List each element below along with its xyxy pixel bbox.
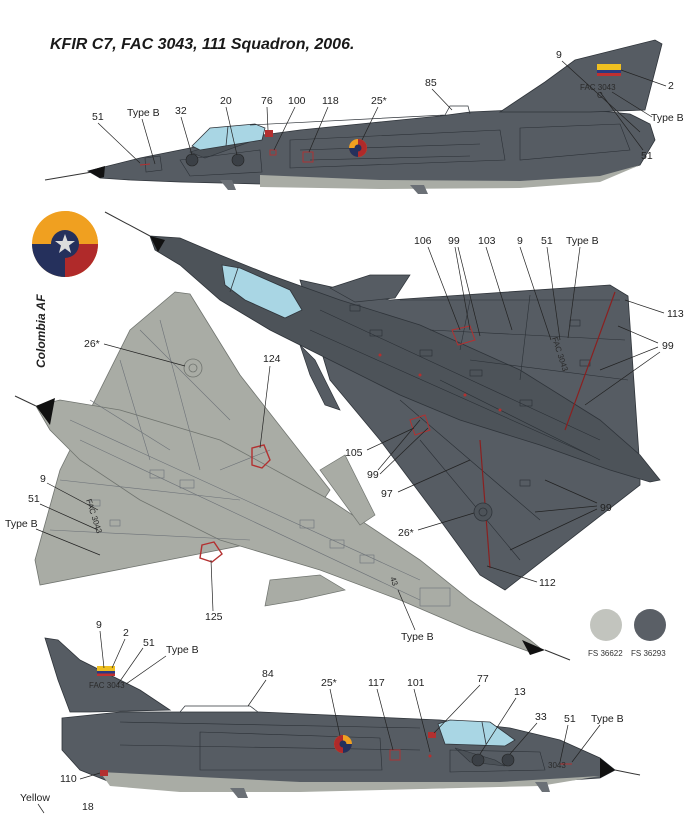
callout-bottom-117: 117 [368, 677, 385, 689]
callout-upper-99c: 99 [367, 469, 379, 481]
callout-top-typeb-nose: Type B [127, 107, 160, 119]
callout-bottom-51-nose: 51 [564, 713, 576, 725]
callout-top-2: 2 [668, 80, 674, 92]
callout-upper-26: 26* [398, 527, 414, 539]
bottom-fuselage-roundel [334, 735, 352, 753]
callout-bottom-yellow: Yellow [20, 792, 50, 804]
callout-bottom-51: 51 [143, 637, 155, 649]
callout-lower-26: 26* [84, 338, 100, 350]
callout-upper-99d: 99 [600, 502, 612, 514]
callout-upper-typeb: Type B [566, 235, 599, 247]
callout-top-118: 118 [322, 95, 339, 107]
callout-top-100: 100 [288, 95, 306, 107]
upper-plan-view: FAC 3043 106 99 103 9 51 Type B 113 99 1… [104, 211, 684, 591]
top-side-profile: FAC 3043 C 51 Type B 32 20 76 100 118 25… [44, 39, 684, 194]
callout-upper-99b: 99 [662, 340, 674, 352]
callout-upper-105: 105 [345, 447, 363, 459]
callout-bottom-13: 13 [514, 686, 526, 698]
page-title: KFIR C7, FAC 3043, 111 Squadron, 2006. [50, 36, 355, 53]
bottom-side-profile: FAC 3043 3043 9 2 51 Type B 84 25* 117 1… [20, 619, 641, 814]
callout-bottom-typeb-tail: Type B [166, 644, 199, 656]
swatch-label-fs36622: FS 36622 [588, 649, 623, 658]
callout-bottom-33: 33 [535, 711, 547, 723]
top-tail-fin [498, 39, 663, 113]
swatch-fs36293 [634, 609, 666, 641]
lower-plan-view: FAC 3043 43 26* 124 9 51 Type B 125 Type… [5, 291, 571, 661]
callout-bottom-typeb-nose: Type B [591, 713, 624, 725]
colombia-roundel [32, 211, 98, 277]
callout-upper-51: 51 [541, 235, 553, 247]
callout-top-76: 76 [261, 95, 273, 107]
top-fuselage-roundel [349, 139, 367, 157]
callout-lower-124: 124 [263, 353, 281, 365]
colombia-af-label: Colombia AF [34, 294, 48, 368]
callout-bottom-84: 84 [262, 668, 274, 680]
colour-swatches: FS 36622 FS 36293 [588, 609, 666, 658]
callout-upper-9: 9 [517, 235, 523, 247]
bottom-serial: FAC 3043 [89, 681, 125, 690]
callout-upper-112: 112 [539, 577, 556, 589]
callout-lower-51: 51 [28, 493, 40, 505]
top-fuselage [86, 109, 656, 187]
bottom-nose-number: 3043 [548, 761, 566, 770]
callout-upper-103: 103 [478, 235, 496, 247]
lower-nose-number: 43 [388, 576, 400, 588]
callout-bottom-101: 101 [407, 677, 425, 689]
roundel-star-icon [55, 234, 75, 253]
callout-bottom-18: 18 [82, 801, 94, 813]
callout-top-85: 85 [425, 77, 437, 89]
callout-upper-106: 106 [414, 235, 432, 247]
callout-top-51-nose: 51 [92, 111, 104, 123]
callout-top-9: 9 [556, 49, 562, 61]
upper-canopy [221, 264, 303, 319]
callout-upper-97: 97 [381, 488, 393, 500]
swatch-fs36622 [590, 609, 622, 641]
callout-bottom-77: 77 [477, 673, 489, 685]
callout-upper-113: 113 [667, 308, 684, 320]
callout-lower-typeb-nose: Type B [401, 631, 434, 643]
swatch-label-fs36293: FS 36293 [631, 649, 666, 658]
callout-top-typeb-tail: Type B [651, 112, 684, 124]
callout-top-51-tail: 51 [641, 150, 653, 162]
callout-lower-typeb: Type B [5, 518, 38, 530]
callout-bottom-25: 25* [321, 677, 337, 689]
callout-bottom-110: 110 [60, 773, 77, 785]
callout-lower-9: 9 [40, 473, 46, 485]
callout-top-25: 25* [371, 95, 387, 107]
bottom-canopy [437, 719, 516, 747]
callout-lower-125: 125 [205, 611, 223, 623]
callout-bottom-2: 2 [123, 627, 129, 639]
callout-top-32: 32 [175, 105, 187, 117]
callout-upper-99a: 99 [448, 235, 460, 247]
top-serial: FAC 3043 [580, 83, 616, 92]
callout-bottom-9: 9 [96, 619, 102, 631]
callout-top-20: 20 [220, 95, 232, 107]
top-canopy [191, 123, 266, 151]
